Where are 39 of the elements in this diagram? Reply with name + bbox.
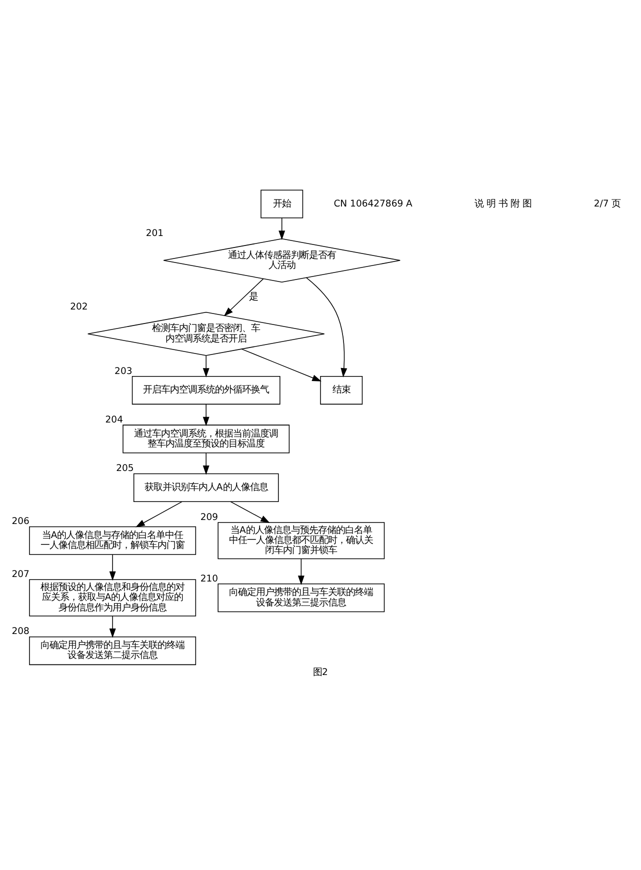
node-box: 开始: [260, 189, 304, 218]
node-box: 通过车内空调系统，根据当前温度调整车内温度至预设的目标温度: [122, 424, 290, 453]
arrow: [224, 278, 264, 316]
arrow: [241, 348, 322, 381]
node-label: 203: [114, 365, 132, 376]
arrow: [202, 404, 210, 426]
node-label: 204: [105, 414, 123, 425]
node-box: 根据预设的人像信息和身份信息的对应关系，获取与A的人像信息对应的身份信息作为用户身份信息: [29, 578, 196, 616]
edge-label: 是: [249, 291, 258, 302]
node-box: 向确定用户携带的且与车关联的终端设备发送第二提示信息: [29, 636, 196, 665]
node-label: 205: [116, 462, 134, 474]
node-label: 201: [146, 228, 164, 239]
node-diamond: 检测车内门窗是否密闭、车内空调系统是否开启: [87, 311, 325, 356]
node-label: 207: [12, 568, 30, 580]
node-diamond: 通过人体传感器判断是否有人活动: [163, 238, 400, 282]
node-box: 结束: [320, 375, 363, 404]
node-label: 208: [12, 626, 30, 637]
arrow: [298, 558, 304, 584]
node-label: 209: [200, 511, 218, 522]
arrow: [278, 217, 286, 240]
arrow: [109, 615, 116, 638]
caption: 图2: [313, 666, 328, 678]
arrow: [109, 554, 116, 580]
arrow: [202, 452, 210, 474]
node-label: 210: [200, 572, 218, 584]
arrow: [230, 500, 270, 522]
node-box: 向确定用户携带的且与车关联的终端设备发送第三提示信息: [218, 583, 385, 612]
arrow: [306, 276, 348, 377]
node-box: 开启车内空调系统的外循环换气: [132, 375, 280, 404]
node-box: 获取并识别车内人A的人像信息: [133, 472, 279, 502]
node-label: 202: [70, 301, 88, 312]
arrow: [136, 500, 182, 527]
label: 说 明 书 附 图: [474, 198, 532, 209]
label: 2/7 页: [594, 198, 621, 209]
node-box: 当A的人像信息与预先存储的白名单中任一人像信息都不匹配时，确认关闭车内门窗并锁车: [218, 522, 385, 559]
arrow: [202, 354, 210, 377]
node-box: 当A的人像信息与存储的白名单中任一人像信息相匹配时，解锁车内门窗: [29, 526, 196, 554]
node-label: 206: [12, 516, 30, 527]
label: CN 106427869 A: [334, 198, 412, 209]
